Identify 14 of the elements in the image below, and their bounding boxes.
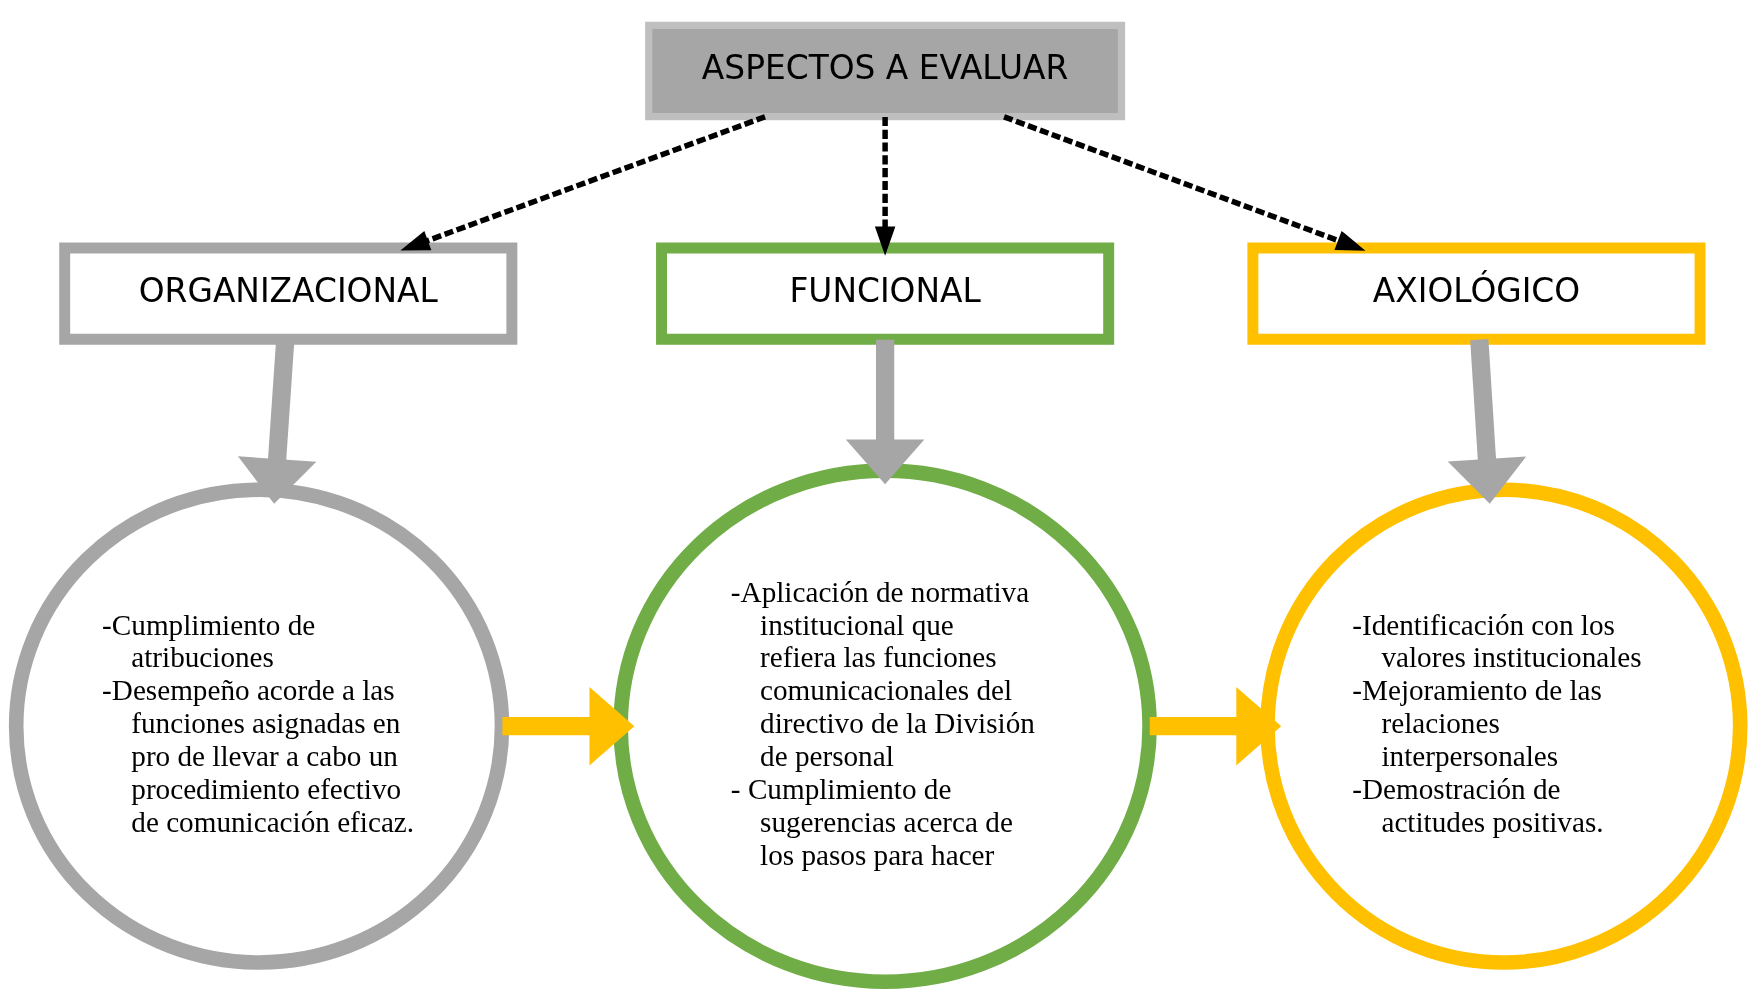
arrow — [400, 113, 766, 251]
node-circle: -Cumplimiento de atribuciones -Desempeño acorde a las funciones asignadas en pro de llevar a cabo un procedimiento efectivo de comunicación eficaz. — [8, 482, 510, 970]
node-circle: -Identificación con los valores institucionales -Mejoramiento de las relaciones interpersonales -Demostración de actitudes positivas. — [1260, 482, 1748, 970]
node-box: ORGANIZACIONAL — [59, 242, 518, 345]
node-box: FUNCIONAL — [656, 242, 1115, 345]
node-circle: -Aplicación de normativa institucional que refiera las funciones comunicacionales del directivo de la División de personal - Cumplimiento de sugerencias acerca de los pasos para hacer — [613, 462, 1157, 989]
arrow — [1447, 338, 1527, 504]
arrow — [502, 686, 635, 765]
node-box: ASPECTOS A EVALUAR — [645, 21, 1126, 120]
arrow — [874, 116, 896, 256]
arrow — [1149, 686, 1282, 765]
node-box: AXIOLÓGICO — [1247, 242, 1706, 345]
arrow — [845, 339, 925, 484]
arrow — [1003, 113, 1366, 251]
